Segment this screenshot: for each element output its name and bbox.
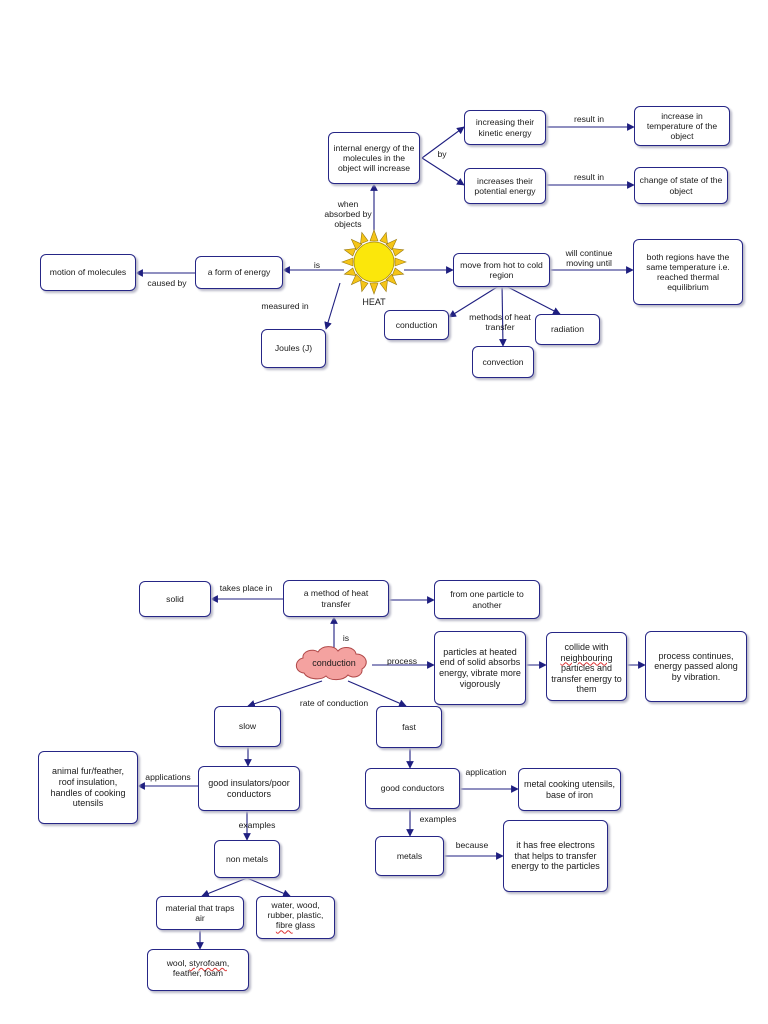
node-motion-of-molecules[interactable]: motion of molecules	[40, 254, 136, 291]
link-methods: methods of heat transfer	[469, 312, 531, 333]
link-is-2: is	[342, 633, 350, 643]
node-slow[interactable]: slow	[214, 706, 281, 747]
node-water-wood[interactable]: water, wood, rubber, plastic, fibre glas…	[256, 896, 335, 939]
node-internal-energy[interactable]: internal energy of the molecules in the …	[328, 132, 420, 184]
fibre-text: fibre	[275, 920, 293, 931]
node-particle-to-particle[interactable]: from one particle to another	[434, 580, 540, 619]
node-fast[interactable]: fast	[376, 706, 442, 748]
node-change-of-state[interactable]: change of state of the object	[634, 167, 728, 204]
node-increases-potential-energy[interactable]: increases their potential energy	[464, 168, 546, 204]
link-examples-1: examples	[238, 820, 276, 830]
node-traps-air[interactable]: material that traps air	[156, 896, 244, 930]
node-conduction-center[interactable]: conduction	[312, 658, 356, 668]
link-applications: applications	[145, 772, 191, 782]
node-metals[interactable]: metals	[375, 836, 444, 876]
link-caused-by: caused by	[147, 278, 187, 288]
node-free-electrons[interactable]: it has free electrons that helps to tran…	[503, 820, 608, 892]
node-non-metals[interactable]: non metals	[214, 840, 280, 878]
link-result-in-2: result in	[573, 172, 605, 182]
node-animal-fur[interactable]: animal fur/feather, roof insulation, han…	[38, 751, 138, 824]
node-move-hot-to-cold[interactable]: move from hot to cold region	[453, 253, 550, 287]
node-conduction[interactable]: conduction	[384, 310, 449, 340]
link-process: process	[386, 656, 418, 666]
water-wood-text: water, wood, rubber, plastic,	[267, 900, 324, 921]
node-collide-neighbouring[interactable]: collide with neighbouring particles and …	[546, 632, 627, 701]
link-examples-2: examples	[419, 814, 457, 824]
link-will-continue: will continue moving until	[565, 248, 613, 269]
node-metal-cooking[interactable]: metal cooking utensils, base of iron	[518, 768, 621, 811]
collide-text-3: particles and transfer energy to them	[551, 663, 622, 695]
node-solid[interactable]: solid	[139, 581, 211, 617]
link-by: by	[437, 149, 447, 159]
node-form-of-energy[interactable]: a form of energy	[195, 256, 283, 289]
cloud-node-shape	[295, 646, 367, 681]
node-increase-temperature[interactable]: increase in temperature of the object	[634, 106, 730, 146]
link-because: because	[455, 840, 489, 850]
collide-text-2: neighbouring	[560, 652, 613, 663]
link-takes-place-in: takes place in	[219, 583, 273, 593]
node-good-conductors[interactable]: good conductors	[365, 768, 460, 809]
link-rate-of-conduction: rate of conduction	[299, 698, 369, 708]
node-convection[interactable]: convection	[472, 346, 534, 378]
node-joules[interactable]: Joules (J)	[261, 329, 326, 368]
heat-label: HEAT	[362, 297, 386, 307]
styrofoam-text: styrofoam	[189, 958, 227, 968]
link-result-in-1: result in	[573, 114, 605, 124]
node-process-continues[interactable]: process continues, energy passed along b…	[645, 631, 747, 702]
collide-text-1: collide with	[564, 642, 609, 652]
wool-text: wool,	[166, 958, 187, 968]
feather-foam-text: feather, foam	[172, 968, 224, 979]
node-good-insulators[interactable]: good insulators/poor conductors	[198, 766, 300, 811]
sun-icon	[341, 229, 407, 295]
node-increasing-kinetic-energy[interactable]: increasing their kinetic energy	[464, 110, 546, 145]
link-measured-in: measured in	[261, 301, 309, 311]
link-application: application	[465, 767, 507, 777]
link-when-absorbed: when absorbed by objects	[324, 199, 372, 230]
link-is: is	[313, 260, 321, 270]
node-method-of-heat-transfer[interactable]: a method of heat transfer	[283, 580, 389, 617]
node-thermal-equilibrium[interactable]: both regions have the same temperature i…	[633, 239, 743, 305]
node-wool-styrofoam[interactable]: wool, styrofoam, feather, foam	[147, 949, 249, 991]
glass-text: glass	[295, 920, 316, 931]
node-radiation[interactable]: radiation	[535, 314, 600, 345]
comma-text: ,	[226, 958, 230, 968]
node-particles-heated-end[interactable]: particles at heated end of solid absorbs…	[434, 631, 526, 705]
